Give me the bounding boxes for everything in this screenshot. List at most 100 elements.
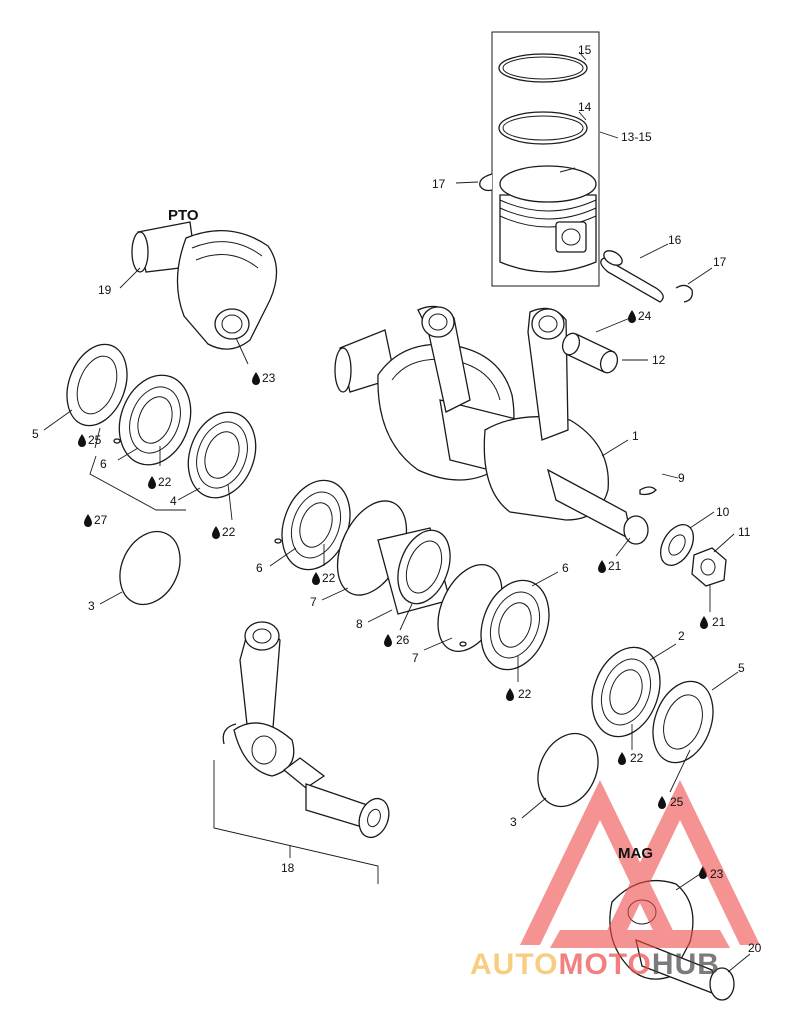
callout-22-bearing4: 22 <box>222 525 236 539</box>
callout-14: 14 <box>578 100 592 114</box>
oil-drop-icon <box>312 572 320 585</box>
oil-drop-icon <box>628 310 636 323</box>
pto-crank-half <box>131 221 278 350</box>
o-ring-3-left <box>119 530 181 606</box>
callout-22-right: 22 <box>518 687 532 701</box>
callout-25-right: 25 <box>670 795 684 809</box>
callout-22-middle: 22 <box>322 571 336 585</box>
callout-8: 8 <box>356 617 363 631</box>
thrust-washer <box>358 797 390 839</box>
seal-5-left <box>66 343 128 427</box>
callout-6-middle: 6 <box>256 561 263 575</box>
callout-24: 24 <box>638 309 652 323</box>
callout-22-bearing2: 22 <box>630 751 644 765</box>
callout-9: 9 <box>678 471 685 485</box>
pto-label: PTO <box>168 207 199 224</box>
right-bearing-group <box>537 646 714 808</box>
callout-21-nut: 21 <box>712 615 726 629</box>
callout-23-mag: 23 <box>710 867 724 881</box>
callout-7-b: 7 <box>412 651 419 665</box>
circlip-17-top <box>479 173 493 192</box>
needle-bearing-12 <box>561 332 619 374</box>
callout-27: 27 <box>94 513 108 527</box>
crankshaft <box>334 305 649 545</box>
callout-5-left: 5 <box>32 427 39 441</box>
piston-ring-14 <box>498 111 588 145</box>
pin-right <box>459 641 467 647</box>
oil-drop-icon <box>506 688 514 701</box>
callout-18: 18 <box>281 861 295 875</box>
needle-bearing-small <box>282 757 326 789</box>
piston-pin <box>600 250 664 303</box>
oil-drop-icon <box>212 526 220 539</box>
callout-23-pto: 23 <box>262 371 276 385</box>
oil-drop-icon <box>252 372 260 385</box>
callout-25-left: 25 <box>88 433 102 447</box>
middle-bearing-group <box>274 479 550 671</box>
callout-20: 20 <box>748 941 762 955</box>
callout-3-right: 3 <box>510 815 517 829</box>
leader-lines <box>43 51 751 973</box>
watermark-logo <box>520 780 760 948</box>
callout-1: 1 <box>632 429 639 443</box>
callout-17-side: 17 <box>713 255 727 269</box>
callout-7-a: 7 <box>310 595 317 609</box>
mag-label: MAG <box>618 845 653 862</box>
circlip-17-side <box>675 284 693 303</box>
oil-drop-icon <box>148 476 156 489</box>
piston-kit-frame <box>491 31 600 287</box>
woodruff-key-9 <box>639 486 657 496</box>
callout-19: 19 <box>98 283 112 297</box>
callout-26: 26 <box>396 633 410 647</box>
callout-6-right: 6 <box>562 561 569 575</box>
washer-10 <box>659 524 695 566</box>
distance-ring-8 <box>377 527 451 615</box>
seal-5-right <box>652 680 714 764</box>
callout-2: 2 <box>678 629 685 643</box>
oil-drop-icon <box>78 434 86 447</box>
oil-drop-icons <box>78 310 708 879</box>
piston <box>499 165 597 273</box>
piston-assembly <box>479 31 693 303</box>
pin-middle <box>274 538 282 544</box>
o-ring-3-right <box>537 732 599 808</box>
nut-11 <box>691 547 727 587</box>
oil-drop-icon <box>700 616 708 629</box>
callout-13-15: 13-15 <box>621 130 652 144</box>
watermark-part-moto: MOTO <box>558 948 651 981</box>
pin-left <box>113 438 121 444</box>
oil-drop-icon <box>658 796 666 809</box>
callout-22-left: 22 <box>158 475 172 489</box>
oil-drop-icon <box>699 866 707 879</box>
bearing-2 <box>591 646 661 738</box>
oil-drop-icon <box>84 514 92 527</box>
callout-21-shaft: 21 <box>608 559 622 573</box>
watermark-part-auto: AUTO <box>470 948 558 981</box>
crankshaft-threaded-end <box>623 515 649 545</box>
watermark-text: AUTOMOTOHUB <box>470 948 720 981</box>
callout-5-right: 5 <box>738 661 745 675</box>
callout-15: 15 <box>578 43 592 57</box>
piston-ring-15 <box>498 53 588 83</box>
bearing-6-left <box>118 374 192 466</box>
bearing-6-right <box>480 579 550 671</box>
callout-12: 12 <box>652 353 666 367</box>
mag-threaded-end <box>709 967 735 1001</box>
oil-drop-icon <box>618 752 626 765</box>
bearing-4 <box>187 411 257 499</box>
oil-drop-icon <box>384 634 392 647</box>
callout-10: 10 <box>716 505 730 519</box>
oil-drop-icon <box>598 560 606 573</box>
callout-11: 11 <box>738 525 751 539</box>
callout-3-left: 3 <box>88 599 95 613</box>
callout-17-top: 17 <box>432 177 446 191</box>
callout-4: 4 <box>170 494 177 508</box>
callout-16: 16 <box>668 233 682 247</box>
callout-labels: PTO MAG 15 14 13-15 17 16 17 19 23 24 12… <box>32 43 762 981</box>
callout-6-left: 6 <box>100 457 107 471</box>
left-bearing-group <box>66 343 257 606</box>
conrod-kit-18 <box>213 621 390 884</box>
watermark-part-hub: HUB <box>652 948 720 981</box>
